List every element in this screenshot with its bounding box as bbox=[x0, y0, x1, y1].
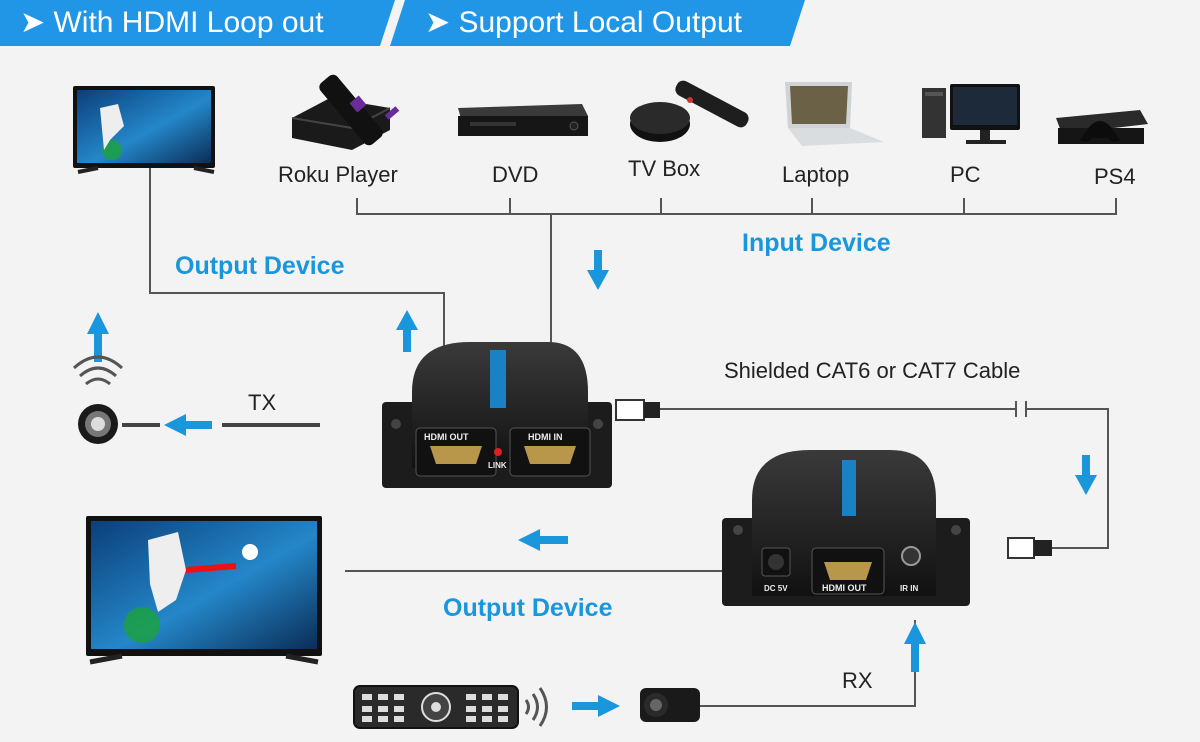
cable-label: Shielded CAT6 or CAT7 Cable bbox=[724, 358, 1021, 383]
output-device-top-label: Output Device bbox=[175, 252, 345, 280]
input-device-label-dvd: DVD bbox=[492, 162, 539, 187]
pc-icon bbox=[922, 84, 1020, 144]
rj45-connector-tx-icon bbox=[615, 399, 660, 421]
tx-hdmi-in-port-label: HDMI IN bbox=[528, 432, 563, 442]
input-device-label-tv-box: TV Box bbox=[628, 156, 701, 181]
rx-sensor-cable bbox=[700, 620, 916, 707]
arrow-up-rx bbox=[904, 622, 926, 672]
arrow-left-tx bbox=[164, 414, 212, 436]
ps4-icon bbox=[1056, 110, 1148, 144]
wireless-signal-icon bbox=[72, 355, 124, 386]
arrow-down-cable bbox=[1075, 455, 1097, 495]
input-device-label-ps4: PS4 bbox=[1094, 164, 1136, 189]
arrow-up-tx-sensor bbox=[87, 312, 109, 362]
rx-ir-in-label: IR IN bbox=[900, 584, 919, 593]
rx-label: RX bbox=[842, 668, 873, 693]
tx-label: TX bbox=[248, 390, 277, 415]
rj45-connector-rx-icon bbox=[1007, 537, 1052, 559]
receiver-unit bbox=[722, 450, 970, 606]
tx-hdmi-out-port-label: HDMI OUT bbox=[424, 432, 469, 442]
input-device-label-roku: Roku Player bbox=[278, 162, 398, 187]
input-device-label-laptop: Laptop bbox=[782, 162, 850, 187]
arrow-right-remote bbox=[572, 695, 620, 717]
remote-control-icon bbox=[353, 685, 548, 729]
input-device-label-pc: PC bbox=[950, 162, 981, 187]
transmitter-unit bbox=[382, 342, 612, 488]
tx-link-led-label: LINK bbox=[488, 461, 507, 470]
ir-rx-sensor-icon bbox=[640, 688, 700, 722]
rx-dc-power-label: DC 5V bbox=[764, 584, 788, 593]
ir-tx-sensor-icon bbox=[78, 404, 118, 444]
dvd-player-icon bbox=[458, 104, 588, 136]
rx-hdmi-out-port-label: HDMI OUT bbox=[822, 583, 867, 593]
roku-player-icon bbox=[291, 74, 400, 150]
input-device-title: Input Device bbox=[742, 229, 891, 257]
tv-box-icon bbox=[630, 80, 749, 142]
input-bus-line bbox=[356, 198, 1117, 215]
top-tv bbox=[73, 86, 215, 174]
banner-left-bg bbox=[0, 0, 395, 46]
banner-right-bg bbox=[390, 0, 805, 46]
link-led-icon bbox=[494, 448, 502, 456]
arrow-down-input bbox=[587, 250, 609, 290]
banner-hdmi-loop-out: ➤ With HDMI Loop out bbox=[20, 6, 324, 39]
flow-arrows bbox=[87, 250, 1097, 717]
banner-local-output: ➤ Support Local Output bbox=[425, 6, 742, 39]
arrow-left-output bbox=[518, 529, 568, 551]
laptop-icon bbox=[785, 82, 884, 146]
output-device-bottom-label: Output Device bbox=[443, 594, 613, 622]
bottom-tv bbox=[86, 516, 322, 665]
arrow-up-transmitter bbox=[396, 310, 418, 352]
